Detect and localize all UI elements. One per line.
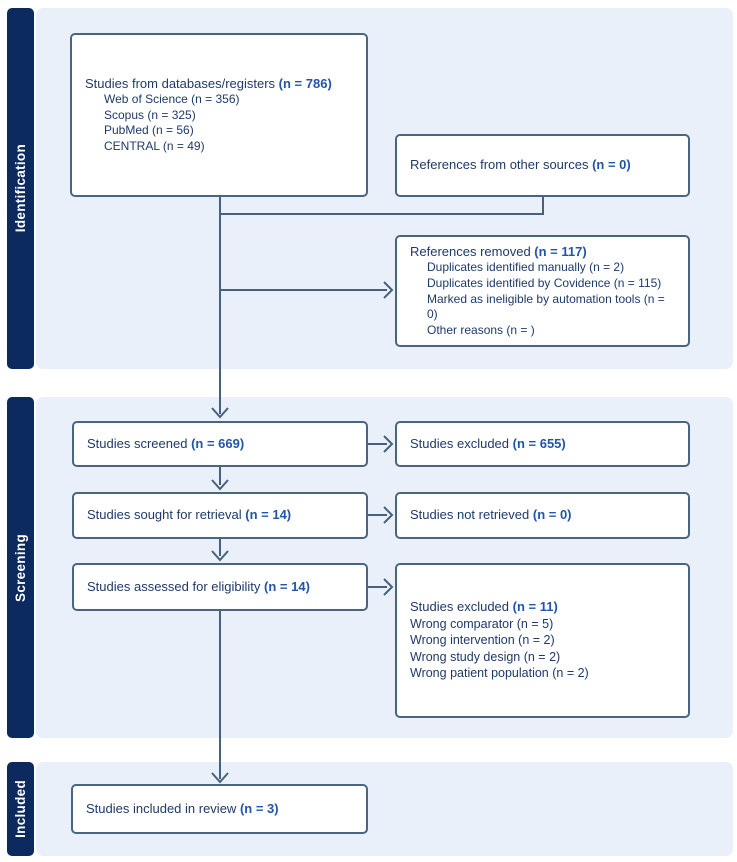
identification-label: Identification: [13, 144, 28, 233]
box-count: (n = 0): [592, 157, 631, 173]
box-title-row: Studies not retrieved (n = 0): [410, 507, 572, 524]
box-title-row: Studies screened (n = 669): [87, 436, 244, 453]
box-item: Wrong patient population (n = 2): [410, 666, 589, 681]
box-count: (n = 117): [534, 243, 587, 259]
box-studies-from-databases: Studies from databases/registers (n = 78…: [70, 33, 368, 197]
included-label: Included: [13, 780, 28, 838]
box-item: Web of Science (n = 356): [104, 92, 240, 107]
box-count: (n = 11): [512, 599, 558, 615]
box-item: Wrong intervention (n = 2): [410, 633, 555, 648]
box-count: (n = 786): [278, 75, 332, 91]
box-title-row: References removed (n = 117): [410, 244, 587, 261]
screening-label: Screening: [13, 533, 28, 602]
box-studies-screened: Studies screened (n = 669): [72, 421, 368, 467]
box-studies-included: Studies included in review (n = 3): [71, 784, 368, 834]
box-item: Wrong comparator (n = 5): [410, 616, 554, 631]
box-studies-not-retrieved: Studies not retrieved (n = 0): [395, 492, 690, 539]
box-title: Studies included in review: [86, 800, 237, 816]
box-item: Duplicates identified by Covidence (n = …: [427, 275, 662, 290]
box-title: Studies not retrieved: [410, 507, 530, 523]
box-studies-sought: Studies sought for retrieval (n = 14): [72, 492, 368, 539]
box-item: Other reasons (n = ): [427, 322, 535, 337]
box-title-row: Studies excluded (n = 11): [410, 599, 558, 616]
box-count: (n = 3): [239, 800, 279, 816]
box-count: (n = 0): [532, 507, 572, 523]
box-title: Studies screened: [87, 435, 188, 451]
box-count: (n = 669): [191, 435, 245, 451]
box-studies-excluded-screening: Studies excluded (n = 655): [395, 421, 690, 467]
box-item: PubMed (n = 56): [104, 123, 194, 138]
box-count: (n = 14): [264, 578, 310, 594]
box-studies-excluded-eligibility: Studies excluded (n = 11) Wrong comparat…: [395, 563, 690, 718]
box-item: CENTRAL (n = 49): [104, 138, 205, 153]
box-title: Studies sought for retrieval: [87, 507, 242, 523]
box-item: Wrong study design (n = 2): [410, 649, 561, 664]
box-title-row: Studies excluded (n = 655): [410, 436, 566, 453]
box-studies-assessed: Studies assessed for eligibility (n = 14…: [72, 563, 368, 611]
box-title: Studies excluded: [410, 599, 510, 615]
sidebar-included: Included: [7, 762, 34, 856]
box-title-row: Studies included in review (n = 3): [86, 801, 279, 818]
box-title-row: Studies assessed for eligibility (n = 14…: [87, 579, 310, 596]
box-title: References removed: [410, 243, 531, 259]
box-title: References from other sources: [410, 157, 589, 173]
box-item: Duplicates identified manually (n = 2): [427, 260, 625, 275]
box-title-row: Studies sought for retrieval (n = 14): [87, 507, 291, 524]
box-item: Scopus (n = 325): [104, 107, 196, 122]
box-count: (n = 14): [245, 507, 292, 523]
box-references-other-sources: References from other sources (n = 0): [395, 134, 690, 197]
box-references-removed: References removed (n = 117) Duplicates …: [395, 235, 690, 347]
box-title-row: References from other sources (n = 0): [410, 157, 631, 174]
box-title: Studies from databases/registers: [85, 75, 276, 91]
box-item: Marked as ineligible by automation tools…: [427, 291, 665, 322]
sidebar-screening: Screening: [7, 397, 34, 738]
box-title: Studies excluded: [410, 435, 510, 451]
box-title: Studies assessed for eligibility: [87, 578, 261, 594]
sidebar-identification: Identification: [7, 8, 34, 369]
box-title-row: Studies from databases/registers (n = 78…: [85, 76, 332, 93]
box-count: (n = 655): [512, 435, 566, 451]
